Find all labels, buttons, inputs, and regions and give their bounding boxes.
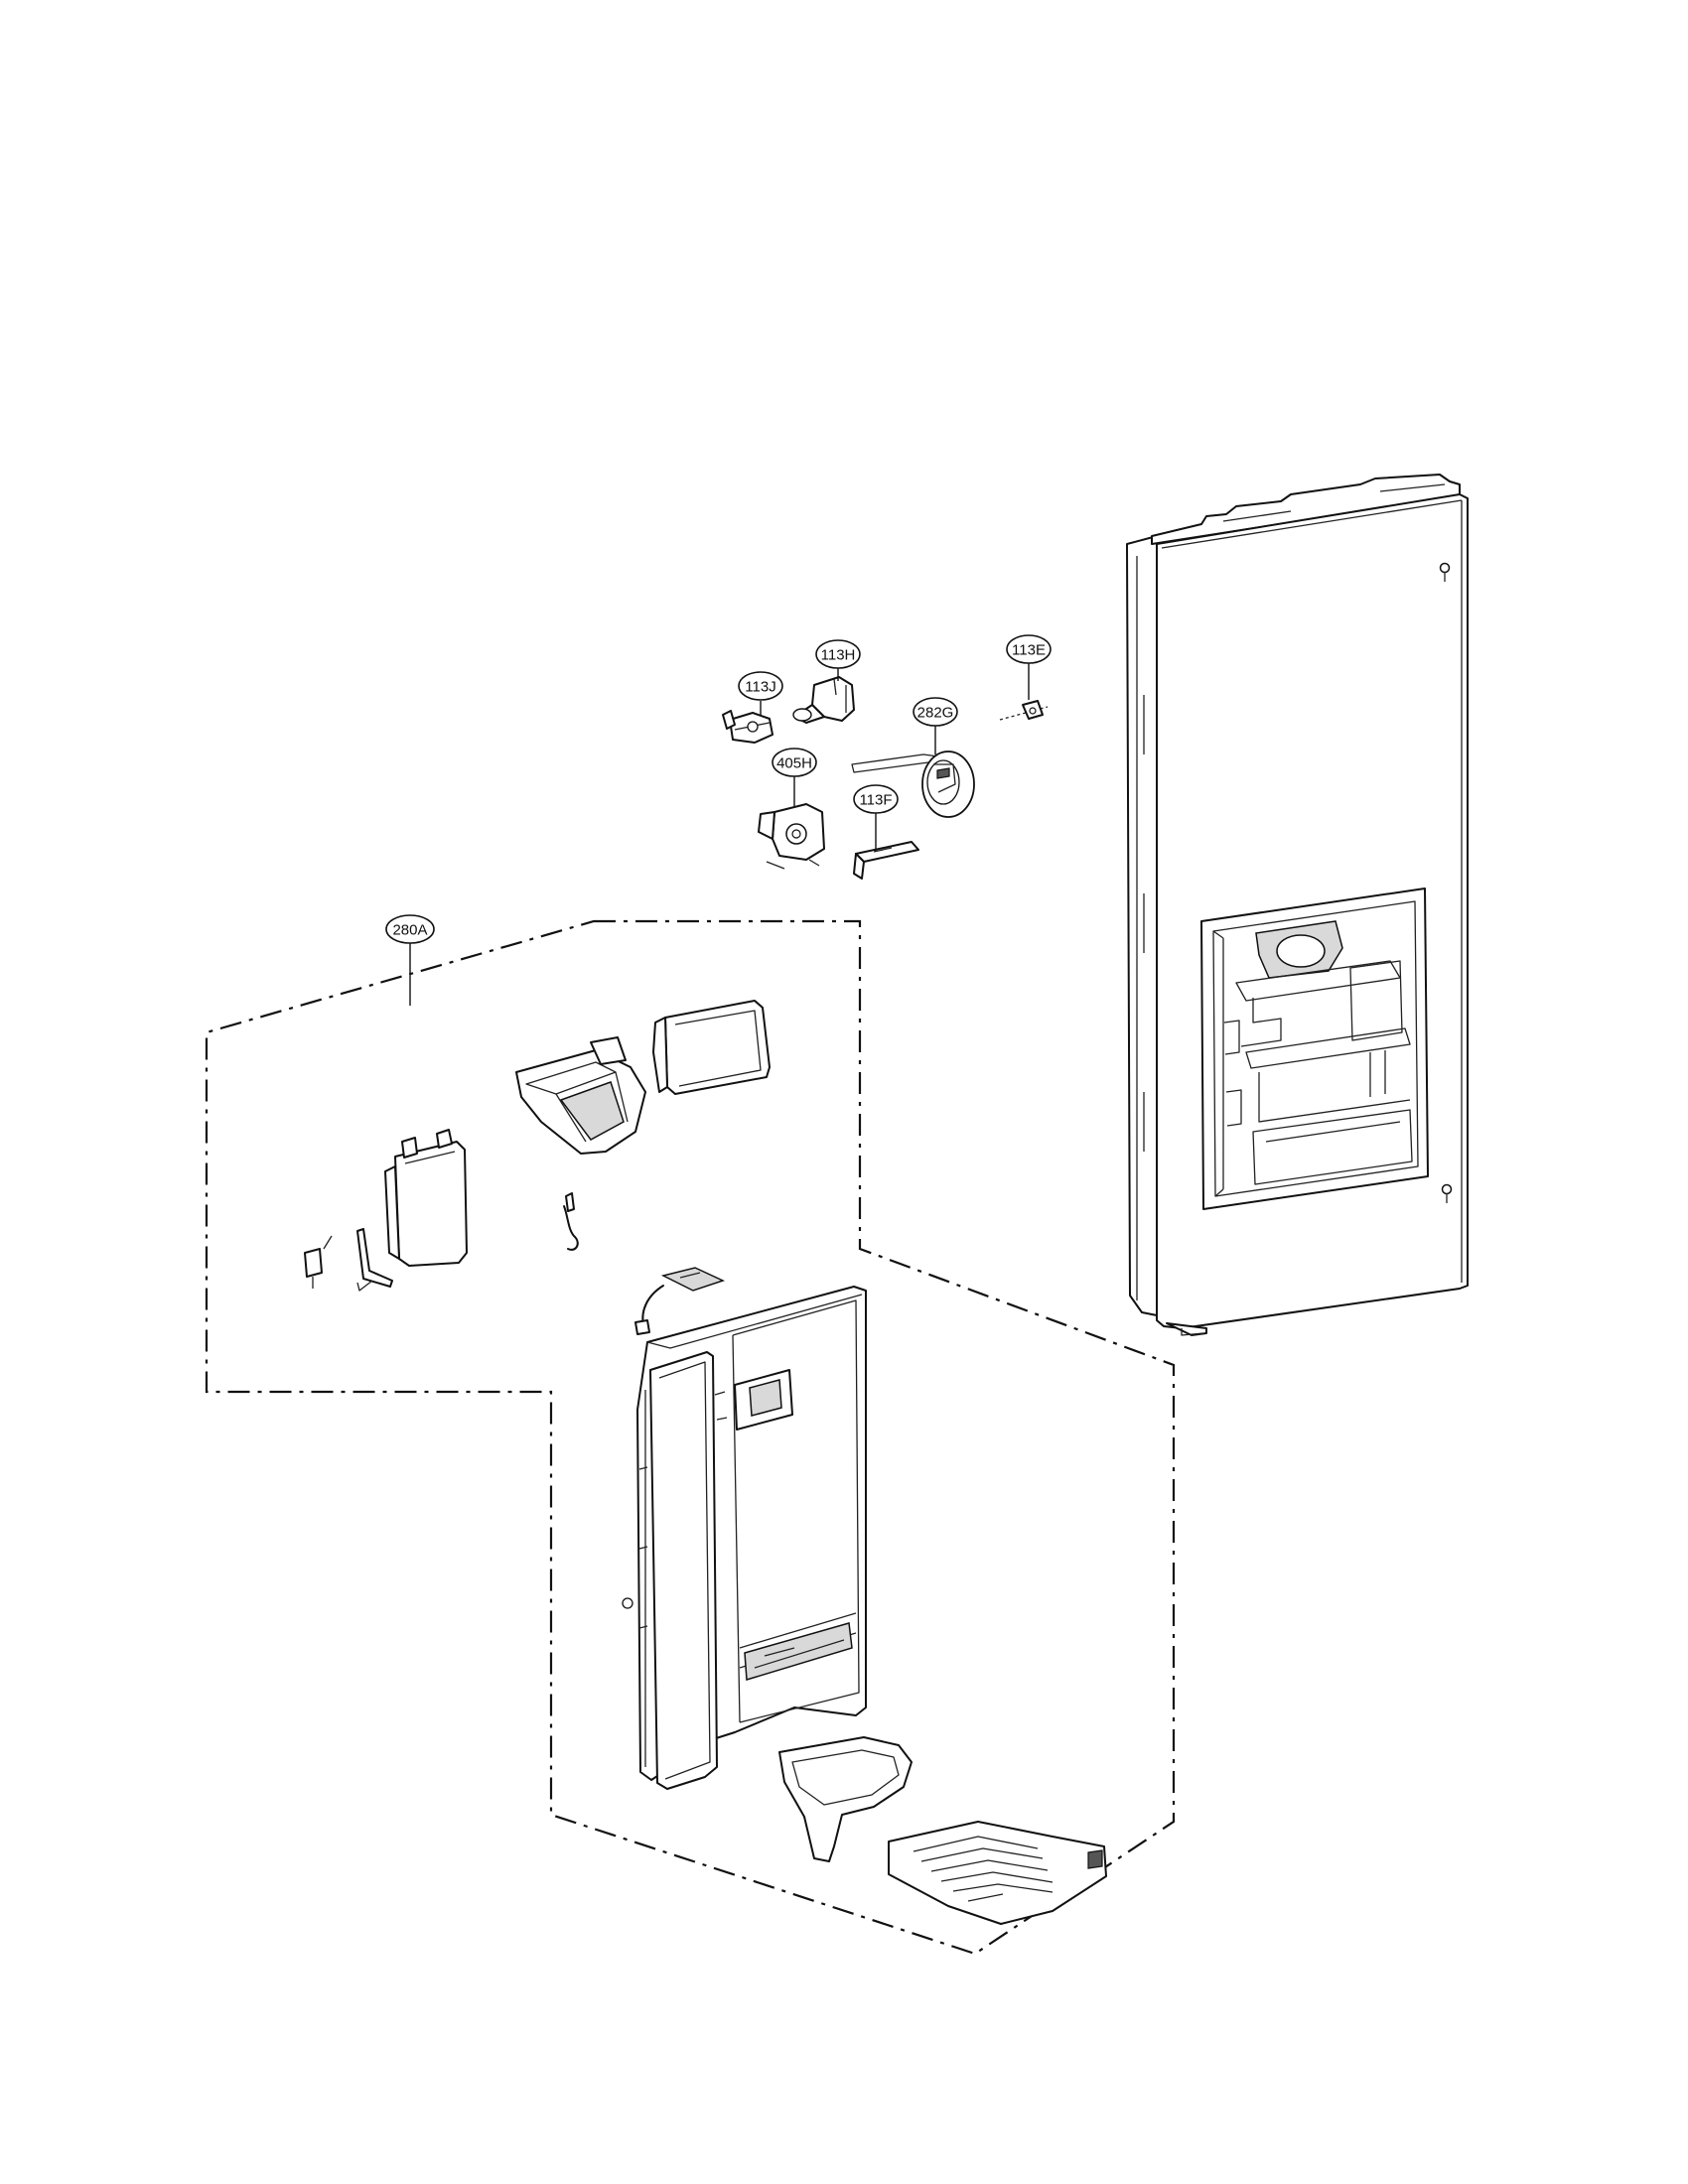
- dispenser-recess: [1200, 887, 1429, 1210]
- label-113E: 113E: [1012, 642, 1046, 659]
- callout-113J: 113J: [738, 671, 783, 701]
- door-screw-icon: [1439, 562, 1451, 582]
- lever-part: [356, 1228, 393, 1292]
- label-113J: 113J: [745, 679, 775, 696]
- part-113H: [792, 676, 855, 724]
- callout-113F: 113F: [853, 784, 899, 814]
- switch-part: [304, 1235, 333, 1289]
- dispenser-cover-part: [652, 1000, 771, 1095]
- drip-tray-part: [778, 1736, 913, 1862]
- part-113E: [999, 700, 1049, 721]
- chute-housing-part: [515, 1036, 646, 1155]
- door-panel: [1126, 474, 1469, 1336]
- part-282G: [851, 751, 975, 818]
- callout-405H: 405H: [772, 748, 817, 777]
- label-405H: 405H: [776, 755, 812, 772]
- duct-door-part: [384, 1129, 468, 1267]
- callout-113E: 113E: [1006, 634, 1052, 664]
- dispenser-housing-part: [622, 1286, 867, 1790]
- callout-280A: 280A: [385, 914, 435, 944]
- label-282G: 282G: [917, 705, 954, 722]
- callout-113H: 113H: [815, 639, 861, 669]
- part-113F: [853, 841, 919, 880]
- tray-grille-part: [888, 1821, 1107, 1925]
- callout-282G: 282G: [913, 697, 958, 727]
- clip-part: [563, 1192, 579, 1251]
- control-board-part: [634, 1267, 726, 1335]
- part-113J: [722, 710, 774, 744]
- door-screw-icon: [1441, 1183, 1453, 1203]
- part-405H: [758, 803, 825, 870]
- label-280A: 280A: [392, 922, 427, 939]
- label-113H: 113H: [821, 647, 856, 664]
- label-113F: 113F: [859, 792, 892, 809]
